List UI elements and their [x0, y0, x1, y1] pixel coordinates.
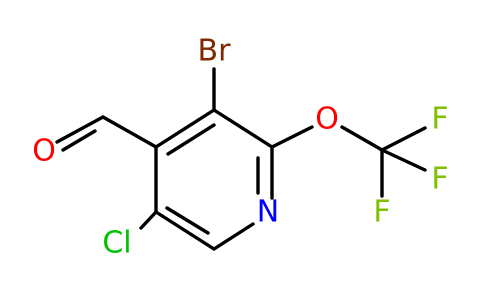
atom-f-right: F	[431, 162, 448, 197]
bond-c5-cl	[139, 210, 158, 230]
bond-c4-c3	[154, 108, 216, 149]
atom-o-aldehyde: O	[32, 134, 56, 169]
atom-labels: Br O F F F N O Cl	[32, 34, 448, 261]
bond-cf3-f-right	[380, 148, 427, 172]
bond-n-c6	[212, 222, 255, 251]
bond-c4-cho	[101, 115, 158, 149]
atom-n-ring: N	[257, 195, 279, 230]
atom-cl: Cl	[102, 226, 131, 261]
bond-c6-c5-inner	[165, 206, 210, 235]
bond-c6-c5	[154, 210, 216, 251]
bonds	[55, 67, 427, 251]
atom-f-bottom: F	[373, 195, 390, 230]
bond-cho-o-inner	[61, 129, 97, 152]
atom-br: Br	[198, 34, 232, 69]
bond-o-cf3	[340, 125, 384, 152]
bond-cho-o	[55, 115, 105, 144]
bond-c3-c2	[212, 108, 274, 149]
bond-c2-o	[270, 125, 314, 149]
bond-c4-c3-inner	[166, 123, 216, 156]
bond-cf3-f-top	[380, 126, 427, 152]
atom-f-top: F	[431, 102, 448, 137]
atom-o-ether: O	[315, 102, 339, 137]
